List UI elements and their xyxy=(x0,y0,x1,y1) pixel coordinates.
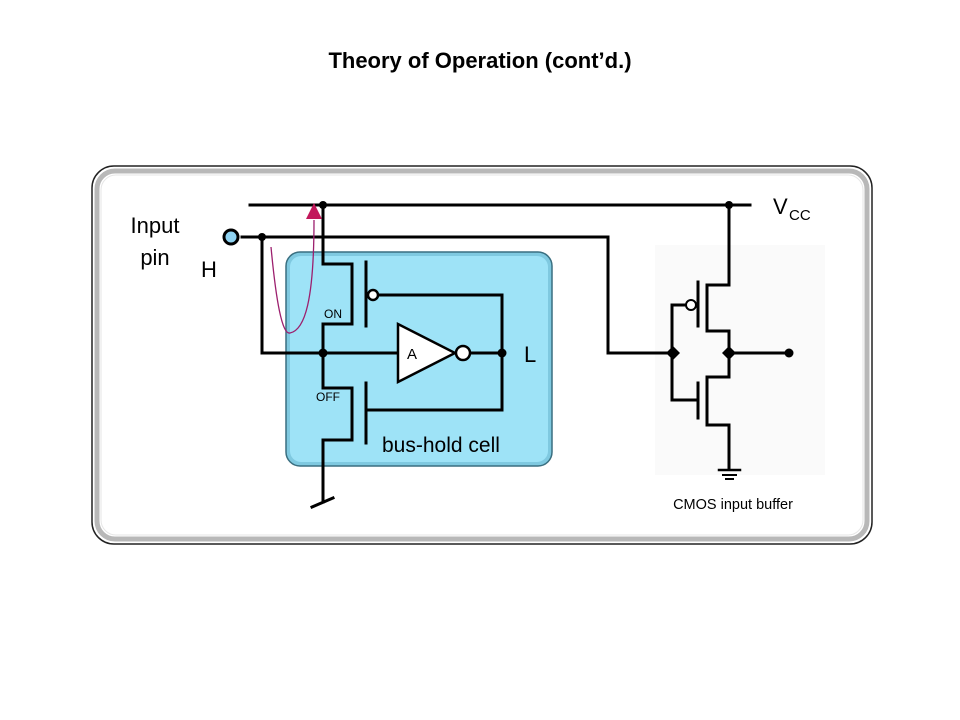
nmos-state-label: OFF xyxy=(316,390,340,404)
inverter-a xyxy=(396,321,472,385)
cmos-buffer-background xyxy=(655,245,825,475)
junction-dot xyxy=(725,201,733,209)
output-state-label: L xyxy=(524,342,536,367)
inverter-label: A xyxy=(407,346,417,363)
input-state-label: H xyxy=(201,257,217,282)
inverter-bubble xyxy=(454,344,472,362)
vcc-label-main: V xyxy=(773,194,788,219)
input-pin-label-line1: Input xyxy=(131,213,180,238)
pmos-state-label: ON xyxy=(324,307,342,321)
junction-dot xyxy=(318,348,328,358)
input-pin-terminal xyxy=(222,228,240,246)
arrowhead-icon xyxy=(306,203,322,219)
cmos-buffer-label: CMOS input buffer xyxy=(673,497,793,513)
bus-hold-cell-label: bus-hold cell xyxy=(382,434,500,457)
junction-diamond xyxy=(666,346,680,360)
current-flow-arrow xyxy=(270,203,322,334)
junction-dots xyxy=(258,201,794,360)
output-terminal-dot xyxy=(784,348,794,358)
junction-dot xyxy=(319,201,327,209)
slide-title: Theory of Operation (cont’d.) xyxy=(328,48,632,73)
bushold-ground xyxy=(310,496,335,509)
input-pin-label-line2: pin xyxy=(140,245,169,270)
junction-dot xyxy=(258,233,266,241)
junction-dot xyxy=(497,348,507,358)
cmos-pmos-bubble xyxy=(685,299,697,311)
vcc-label-subscript: CC xyxy=(789,207,811,224)
junction-diamond xyxy=(722,346,736,360)
bushold-pmos-bubble xyxy=(366,288,380,302)
